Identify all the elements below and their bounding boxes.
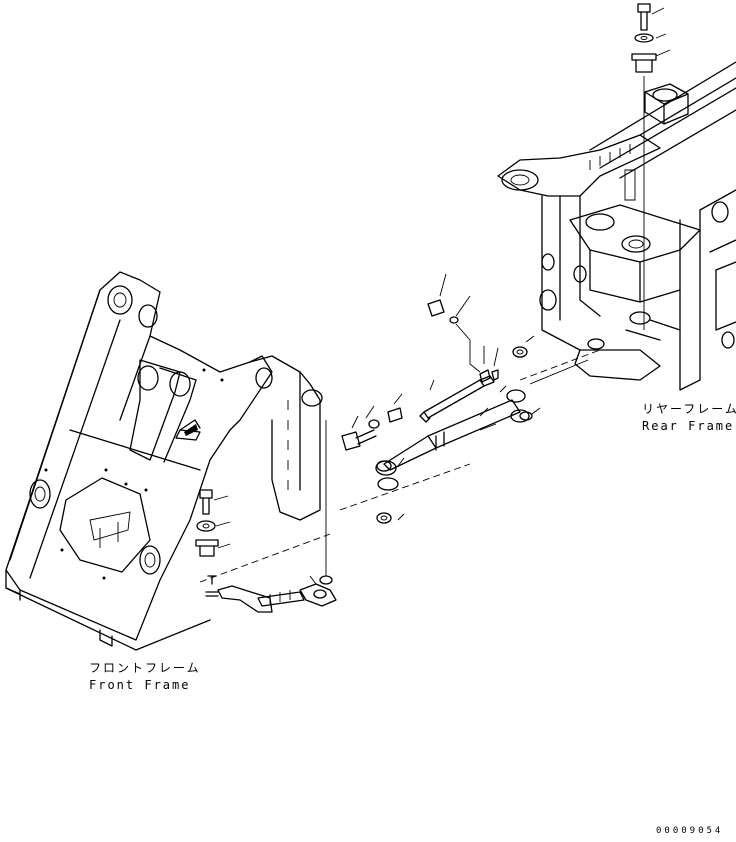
lower-bracket-drawing [217, 420, 337, 613]
assembly-centerlines [199, 349, 601, 583]
rear-pin-bolt-group [631, 3, 671, 330]
rear-frame-label-en: Rear Frame [642, 419, 735, 433]
front-frame-label-en: Front Frame [89, 678, 191, 692]
rear-frame-label-jp: リヤーフレーム [642, 402, 736, 416]
front-pin-bolt-group [195, 489, 231, 597]
front-frame-label-jp: フロントフレーム [89, 661, 201, 675]
front-frame-drawing [5, 271, 323, 651]
document-number: 00009054 [656, 826, 724, 836]
steering-cylinder-assembly [341, 273, 541, 524]
rear-frame-drawing [497, 61, 736, 391]
